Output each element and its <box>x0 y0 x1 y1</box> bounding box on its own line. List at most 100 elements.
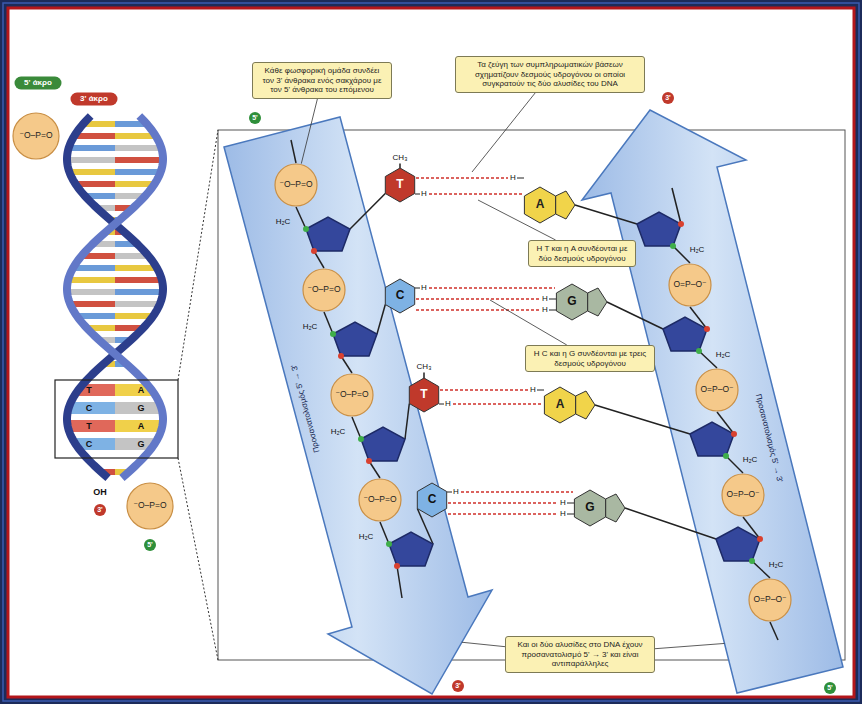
n-h-bond <box>549 299 556 300</box>
base-letter: G <box>137 404 144 413</box>
n-h-bond <box>549 310 556 311</box>
node-text: T <box>396 178 403 191</box>
covalent-bond <box>673 246 690 263</box>
carbon-marker <box>678 221 684 227</box>
hydrogen-atom: H <box>530 386 536 394</box>
node-text: Προσανατολισμός 5' → 3' <box>290 363 322 453</box>
pyrimidine-base: C <box>414 483 450 517</box>
strand-arrow: Προσανατολισμός 5' → 3'O=P–O⁻O=P–O⁻O=P–O… <box>578 106 850 698</box>
carbon-marker <box>303 226 309 232</box>
node-text: C <box>396 289 405 302</box>
zoom-line <box>178 130 218 380</box>
covalent-bond <box>341 356 352 373</box>
node-shape <box>542 387 598 423</box>
node-shape <box>721 473 765 517</box>
helix-rung <box>113 349 115 355</box>
base-pair-bar <box>115 384 152 396</box>
n-h-bond <box>447 492 452 493</box>
outer-frame <box>3 3 859 701</box>
leader-connector <box>655 643 725 648</box>
n-h-bond <box>567 503 574 504</box>
hydrogen-bond <box>453 403 543 404</box>
base-pair-bar <box>75 438 115 450</box>
helix-rung <box>115 313 153 319</box>
node-shape <box>695 368 739 412</box>
methyl-group: CH₃ <box>417 363 432 371</box>
strand-arrow-shape <box>578 106 850 698</box>
helix-rung <box>85 193 115 199</box>
node-text: 3' <box>455 682 461 690</box>
n-h-bond <box>415 288 420 289</box>
methyl-group: CH₃ <box>393 154 408 162</box>
base-letter: T <box>86 386 92 395</box>
node-text: 5' <box>147 541 153 549</box>
base-pair-bar <box>68 420 115 432</box>
deoxyribose-sugar <box>389 532 433 566</box>
node-text: G <box>572 501 608 514</box>
phosphate-group: ⁻O–P=O <box>330 373 374 417</box>
node-text: A <box>522 198 558 211</box>
circle-outline <box>94 504 106 516</box>
hydrogen-bond <box>416 177 508 178</box>
node-shape <box>554 284 610 320</box>
node-text: C <box>428 493 437 506</box>
pyrimidine-base: C <box>382 279 418 313</box>
carbon-marker <box>704 326 710 332</box>
callout-box: Κάθε φωσφορική ομάδα συνδέει τον 3' άνθρ… <box>252 62 392 99</box>
helix-rung <box>110 217 115 223</box>
carbon-marker <box>386 541 392 547</box>
covalent-bond <box>399 164 401 169</box>
helix-rung <box>70 301 115 307</box>
helix-rung <box>115 181 155 187</box>
purine-base: G <box>554 284 610 320</box>
circle-outline <box>722 474 764 516</box>
base-pair-bar <box>69 402 115 414</box>
carbon-marker <box>757 536 763 542</box>
helix-rung <box>115 253 149 259</box>
node-shape <box>748 578 792 622</box>
deoxyribose-sugar <box>637 212 681 246</box>
base-pair-bar <box>78 384 115 396</box>
end-dot: 3' <box>93 503 107 517</box>
hydrogen-bond <box>416 309 540 310</box>
hydrogen-bond <box>448 513 558 514</box>
helix-rung <box>115 121 147 127</box>
covalent-bond <box>314 251 324 268</box>
methylene-group: H₂C <box>303 323 318 331</box>
node-text: O=P–O⁻ <box>700 385 733 394</box>
helix-rung <box>104 361 115 367</box>
base-letter: C <box>86 404 93 413</box>
node-shape <box>572 490 628 526</box>
base-letter: A <box>138 386 145 395</box>
helix-rung <box>115 265 157 271</box>
carbon-marker <box>330 331 336 337</box>
leader-connector <box>462 642 505 646</box>
n-h-bond <box>517 178 524 179</box>
phosphate-group: O=P–O⁻ <box>695 368 739 412</box>
hydrogen-atom: H <box>510 174 516 182</box>
hydrogen-atom: H <box>542 306 548 314</box>
helix-rung <box>77 313 115 319</box>
node-shape <box>522 187 578 223</box>
helix-rung <box>93 241 115 247</box>
carbon-marker <box>749 558 755 564</box>
node-text: ⁻O–P=O <box>335 390 368 399</box>
n-h-bond <box>537 390 544 391</box>
helix-rung <box>83 121 115 127</box>
helix-rung <box>67 157 115 163</box>
covalent-bond <box>380 522 389 544</box>
covalent-bond <box>625 508 716 539</box>
covalent-bond <box>324 312 333 334</box>
node-text: ⁻O–P=O <box>307 285 340 294</box>
covalent-bond <box>672 188 681 224</box>
end-dot: 3' <box>451 679 465 693</box>
deoxyribose-sugar <box>716 527 760 561</box>
node-text: 3' <box>97 506 103 514</box>
helix-rung <box>115 157 163 163</box>
helix-rung <box>115 301 160 307</box>
helix-strand <box>67 116 163 478</box>
node-text: T <box>420 388 427 401</box>
pentagon-ring <box>576 391 595 419</box>
node-text: A <box>542 398 578 411</box>
